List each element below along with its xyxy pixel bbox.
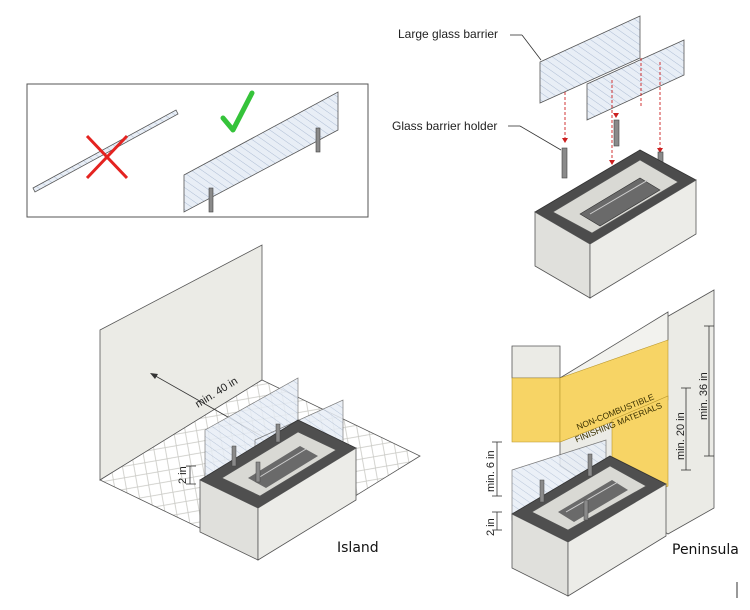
correct-check-icon xyxy=(220,90,255,133)
glass-barrier-holder-label: Glass barrier holder xyxy=(392,119,497,133)
wrong-cross-icon xyxy=(85,134,129,180)
correct-glass-panel xyxy=(183,91,339,213)
large-glass-barrier-panel xyxy=(539,15,641,104)
island-height-dimension: 2 in xyxy=(177,466,189,484)
large-glass-barrier-label: Large glass barrier xyxy=(398,27,498,41)
island-caption: Island xyxy=(337,540,379,556)
peninsula-top-dimension: min. 20 in xyxy=(675,412,687,460)
comparison-panel xyxy=(26,83,369,218)
small-glass-barrier-panel xyxy=(586,39,685,121)
island-scene: min. 40 in 2 in Island xyxy=(99,244,421,561)
peninsula-caption: Peninsula xyxy=(672,542,739,558)
peninsula-height-dimension: 2 in xyxy=(485,518,497,536)
peninsula-side-dimension: min. 36 in xyxy=(698,372,710,420)
wrong-glass-strip xyxy=(32,109,179,193)
fireplace-block-top-right xyxy=(534,149,697,299)
peninsula-glass-dimension: min. 6 in xyxy=(485,450,497,492)
exploded-assembly: Large glass barrier Glass barrier holder xyxy=(392,15,697,299)
peninsula-scene: NON-COMBUSTIBLE FINISHING MATERIALS min.… xyxy=(485,289,739,598)
